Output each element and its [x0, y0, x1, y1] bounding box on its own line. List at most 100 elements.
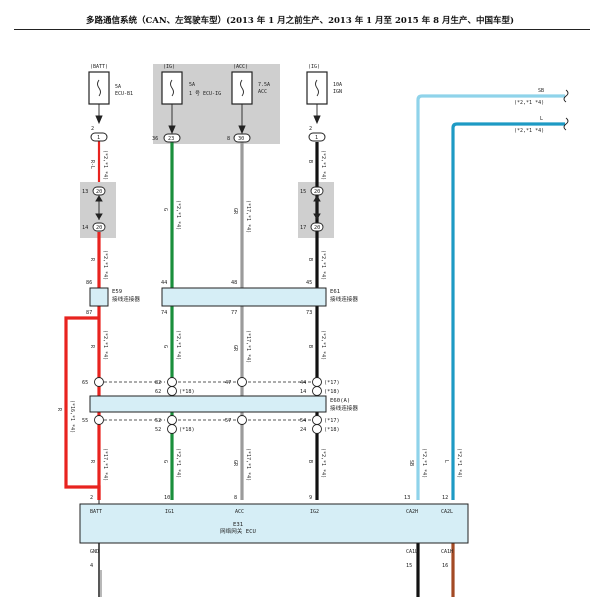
e61-in-pin-1: 48 — [231, 280, 237, 286]
fuse-pin-1: 36 — [152, 136, 158, 142]
junction-circle-bot-right: 20 — [314, 225, 320, 231]
e60-upper-pin2-0: 62 — [155, 389, 161, 395]
break-mark-sb — [563, 89, 569, 103]
connector-e60 — [89, 395, 327, 413]
fuse-name-0: ECU-B1 — [115, 91, 133, 97]
note-l-vert: (*2,*1 *4) — [456, 448, 462, 478]
e59-out-pin: 87 — [86, 310, 92, 316]
ecu-name: 网络网关 ECU — [220, 527, 256, 535]
sb-line-code: SB — [538, 88, 544, 94]
fuse-pin-circle-3: 1 — [315, 135, 318, 141]
e60-upper-pin2-1: 14 — [300, 389, 306, 395]
e61-name: 接线连接器 — [330, 295, 358, 303]
code-ig-mid: G — [162, 208, 168, 211]
e60-lower-note: (*17) — [324, 418, 340, 424]
e59-in-pin: 86 — [86, 280, 92, 286]
code-batt-bot: R — [89, 460, 95, 464]
note-ign-bot: (*2,*1 *4) — [320, 448, 326, 478]
ecu-top-pin-2: 8 — [234, 495, 237, 501]
ecu-top-pin-1: 10 — [164, 495, 170, 501]
ecu-term-ig2: IG2 — [310, 509, 319, 515]
e60-upper-pin-0: 82 — [155, 380, 161, 386]
code-batt-low: R — [89, 345, 95, 349]
note-batt-low: (*2,*1 *4) — [102, 330, 108, 360]
code-ign-bot: B — [307, 460, 313, 463]
note-batt-mid: (*2,*1 *4) — [102, 250, 108, 280]
e60-lower-pin-1: 57 — [225, 418, 231, 424]
junction-pin-top-left: 13 — [82, 189, 88, 195]
e61-in-pin-0: 44 — [161, 280, 167, 286]
e60-lower-left: 55 — [82, 418, 88, 424]
code-ign-top: B — [307, 160, 313, 163]
e60-lower-pin2-0: 52 — [155, 427, 161, 433]
e61-id: E61 — [330, 289, 340, 295]
note-acc-bot: (*17,*1 *4) — [245, 448, 251, 481]
junction-circle-top-left: 20 — [96, 189, 102, 195]
ecu-bottom-pin-2: 16 — [442, 563, 448, 569]
fuse-pin-circle-1: 23 — [168, 136, 174, 142]
e61-out-pin-0: 74 — [161, 310, 167, 316]
ecu-id: E31 — [233, 522, 243, 528]
sb-line-note: (*2,*1 *4) — [514, 100, 544, 106]
fuse-source-0: (BATT) — [90, 64, 108, 70]
fuse-pin-circle-0: 1 — [97, 135, 100, 141]
junction-connectors — [92, 186, 324, 232]
e60-lower-pin-2: 54 — [300, 418, 306, 424]
note-ign-top: (*2,*1 *4) — [320, 150, 326, 180]
e60-upper-note-b: (*18) — [324, 389, 340, 395]
junction-circle-top-right: 20 — [314, 189, 320, 195]
note-ig-low: (*2,*1 *4) — [175, 330, 181, 360]
junction-pin-top-right: 15 — [300, 189, 306, 195]
e61-in-pin-2: 45 — [306, 280, 312, 286]
fuse-acc — [231, 71, 253, 105]
code-loop: R — [56, 408, 62, 412]
junction-pin-bot-left: 14 — [82, 225, 88, 231]
note-ig-bot: (*2,*1 *4) — [175, 448, 181, 478]
fuse-pin-circle-2: 30 — [238, 136, 244, 142]
e61-out-pin-1: 77 — [231, 310, 237, 316]
connector-e59 — [89, 287, 109, 307]
fuse-rating-0: 5A — [115, 84, 121, 90]
fuse-ecu-ig — [161, 71, 183, 105]
fuse-source-1: (IG) — [163, 64, 175, 70]
page-title: 多路通信系统（CAN、左驾驶车型）(2013 年 1 月之前生产、2013 年 … — [86, 16, 514, 26]
fuse-pin-3: 2 — [309, 126, 312, 132]
fuse-ecu-b1 — [88, 71, 110, 105]
fuse-pin-0: 2 — [91, 126, 94, 132]
e60-upper-note-ig: (*18) — [179, 389, 195, 395]
note-sb-vert: (*2,*1 *4) — [421, 448, 427, 478]
ecu-top-pin-0: 2 — [90, 495, 93, 501]
note-batt-bot: (*17,*1 *4) — [102, 448, 108, 481]
code-ign-low: B — [307, 345, 313, 348]
ecu-top-pin-3: 9 — [309, 495, 312, 501]
l-line-note: (*2,*1 *4) — [514, 128, 544, 134]
ecu-top-pin-4: 13 — [404, 495, 410, 501]
note-ign-low: (*2,*1 *4) — [320, 330, 326, 360]
code-ig-bot: G — [162, 460, 168, 463]
note-batt-top: (*2,*1 *4) — [102, 150, 108, 180]
e60-lower-pin-0: 52 — [155, 418, 161, 424]
wire-codes: R-L (*2,*1 *4) R (*2,*1 *4) G (*2,*1 *4)… — [56, 150, 462, 481]
e60-upper-pin-1: 47 — [225, 380, 231, 386]
ecu-bottom-pin-1: 15 — [406, 563, 412, 569]
code-ig-low: G — [162, 345, 168, 348]
code-acc-bot: GR — [232, 460, 238, 467]
fuse-source-3: (IG) — [308, 64, 320, 70]
note-acc-low: (*17,*1 *4) — [245, 330, 251, 363]
fuse-name-1: 1 号 ECU-IG — [189, 91, 221, 97]
wire-l — [451, 122, 565, 500]
ecu-term-ig1: IG1 — [165, 509, 174, 515]
e60-lower-note-b: (*18) — [324, 427, 340, 433]
ecu-term-ca1l: CA1L — [406, 549, 418, 555]
fuse-source-2: (ACC) — [233, 64, 248, 70]
e61-out-pin-2: 73 — [306, 310, 312, 316]
e60-lower-pin2-1: 24 — [300, 427, 306, 433]
e60-upper-pin-2: 44 — [300, 380, 306, 386]
ecu-bottom-pin-0: 4 — [90, 563, 93, 569]
note-ign-mid: (*2,*1 *4) — [320, 250, 326, 280]
junction-circle-bot-left: 20 — [96, 225, 102, 231]
fuse-pin-2: 8 — [227, 136, 230, 142]
note-loop: (*16,*1 *4) — [69, 400, 75, 433]
connector-e61 — [161, 287, 327, 307]
